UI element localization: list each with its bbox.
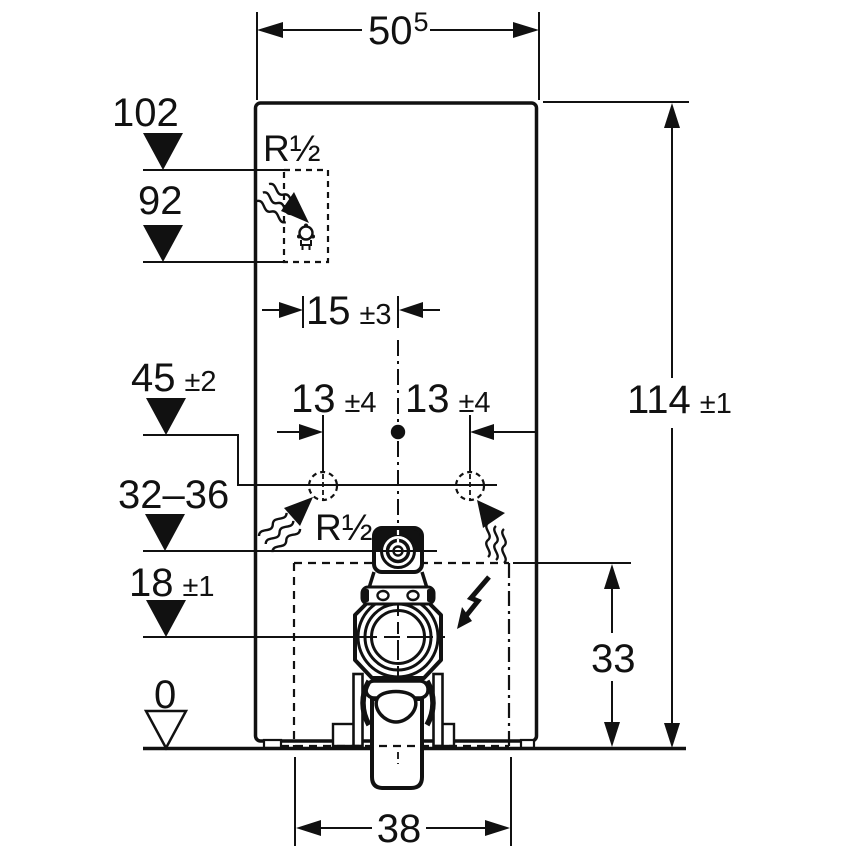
arrow-right-icon <box>485 820 510 836</box>
level-marker-icon <box>143 133 183 170</box>
centerline <box>390 340 406 530</box>
arrow-down-icon <box>664 723 680 748</box>
height-level-45: 45±2 <box>131 356 497 486</box>
arrow-right-icon <box>299 424 323 440</box>
height-level-102: 102 <box>112 91 284 171</box>
dim-label-18: 18±1 <box>129 561 215 605</box>
dim-label-0: 0 <box>154 673 176 717</box>
arrow-left-icon <box>399 302 423 318</box>
connector-band <box>360 585 436 606</box>
dimension-width-top: 505 <box>256 7 540 100</box>
dimension-offset-15: 15±3 <box>262 289 440 333</box>
arrow-left-icon <box>257 22 283 38</box>
dimension-height-overall: 114±1 <box>543 101 732 748</box>
dim-label-45: 45±2 <box>131 356 217 400</box>
dim-label-32-36: 32–36 <box>118 473 229 517</box>
dimension-opening-width: 38 <box>294 757 512 850</box>
electrical-connection-icon <box>457 575 491 629</box>
water-supply-box: R½ <box>256 128 330 264</box>
tap-icon <box>297 223 315 250</box>
level-marker-icon <box>146 600 186 637</box>
dim-label-13-right: 13±4 <box>405 377 491 421</box>
height-level-32-36: 32–36 <box>118 473 437 552</box>
arrow-left-icon <box>470 424 494 440</box>
dim-label-92: 92 <box>138 179 183 223</box>
arrow-down-icon <box>604 722 620 747</box>
thread-label-mid: R½ <box>315 507 373 548</box>
water-flow-arrow-icon <box>257 497 313 553</box>
height-level-92: 92 <box>138 179 284 263</box>
arrow-left-icon <box>296 820 321 836</box>
water-flow-arrow-icon <box>477 500 507 564</box>
dim-label-13-left: 13±4 <box>291 377 377 421</box>
module-outline <box>253 101 539 750</box>
dim-label-height-overall: 114±1 <box>627 378 732 422</box>
dim-label-102: 102 <box>112 91 179 135</box>
water-connection-right <box>454 470 486 502</box>
dim-label-15: 15±3 <box>306 289 392 333</box>
center-point <box>390 424 406 440</box>
height-level-0: 0 <box>143 673 189 751</box>
water-connection-assembly <box>331 526 456 790</box>
flush-bend-pipe <box>370 697 424 790</box>
bend-shoulder <box>360 679 372 727</box>
height-level-18: 18±1 <box>129 561 445 638</box>
service-opening-box <box>292 561 511 747</box>
arrow-up-icon <box>664 103 680 128</box>
dim-label-38: 38 <box>377 807 422 850</box>
level-marker-icon <box>145 514 185 551</box>
dim-label-width-top: 505 <box>368 7 429 53</box>
water-connection-left <box>307 470 339 502</box>
arrow-up-icon <box>604 564 620 589</box>
water-flow-arrow-icon <box>256 182 309 224</box>
dimension-offset-13: 13±4 13±4 <box>277 377 538 471</box>
dimension-opening-height: 33 <box>513 562 636 747</box>
zero-level-marker-icon <box>143 709 189 751</box>
mounting-bracket <box>331 722 357 748</box>
bend-opening <box>374 689 418 724</box>
bend-shoulder <box>424 679 436 727</box>
dim-label-33: 33 <box>591 637 636 681</box>
level-marker-icon <box>143 225 183 262</box>
arrow-right-icon <box>279 302 303 318</box>
level-marker-icon <box>146 398 186 435</box>
arrow-right-icon <box>513 22 539 38</box>
thread-label-top: R½ <box>263 128 321 169</box>
